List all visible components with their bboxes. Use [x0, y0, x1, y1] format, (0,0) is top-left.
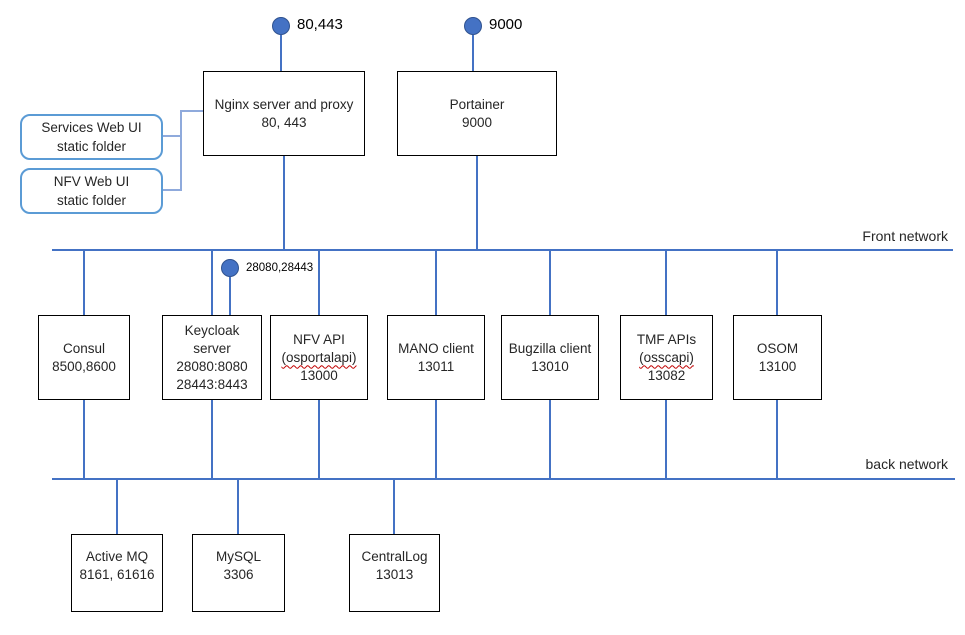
- node-tmf-apis: TMF APIs (osscapi) 13082: [620, 315, 713, 400]
- node-nginx-ports: 80, 443: [261, 114, 307, 130]
- folder-services-line1: Services Web UI: [41, 120, 142, 135]
- folder-nfv-line2: static folder: [56, 193, 127, 208]
- node-keycloak: Keycloak server 28080:8080 28443:8443: [162, 315, 262, 400]
- connector-endpoint-portainer: [472, 35, 474, 71]
- connector-mano-back: [435, 400, 437, 479]
- connector-portainer-front: [476, 156, 478, 250]
- node-centrallog: CentralLog 13013: [349, 534, 440, 612]
- node-bugzilla-client: Bugzilla client 13010: [501, 315, 599, 400]
- node-osom-name: OSOM: [756, 340, 799, 356]
- front-network-label: Front network: [862, 228, 948, 244]
- connector-front-bugzilla: [549, 250, 551, 315]
- connector-endpoint-nginx: [280, 35, 282, 71]
- node-osom-ports: 13100: [758, 358, 797, 374]
- connector-nginx-front: [283, 156, 285, 250]
- port-endpoint-icon-80-443: [272, 17, 290, 35]
- node-activemq-name: Active MQ: [85, 549, 149, 564]
- node-mano-ports: 13011: [417, 358, 455, 374]
- node-centrallog-name: CentralLog: [361, 549, 428, 564]
- node-activemq-ports: 8161, 61616: [79, 567, 155, 582]
- node-mysql: MySQL 3306: [192, 534, 285, 612]
- connector-tmf-back: [665, 400, 667, 479]
- folder-services-line2: static folder: [56, 139, 127, 154]
- folder-nfv-line1: NFV Web UI: [53, 174, 130, 189]
- node-tmf-name: TMF APIs: [636, 331, 697, 347]
- port-endpoint-icon-28080-28443: [221, 259, 239, 277]
- connector-front-tmf: [665, 250, 667, 315]
- connector-nfv-api-back: [318, 400, 320, 479]
- port-endpoint-icon-9000: [464, 17, 482, 35]
- connector-nfv-folder: [163, 189, 182, 191]
- node-bugzilla-ports: 13010: [531, 358, 569, 374]
- back-network-line: [52, 478, 955, 480]
- node-mysql-name: MySQL: [215, 549, 261, 564]
- node-consul-name: Consul: [62, 340, 106, 356]
- node-consul-ports: 8500,8600: [52, 358, 116, 374]
- front-network-line: [52, 249, 953, 251]
- node-keycloak-ports1: 28080:8080: [176, 358, 248, 374]
- node-nginx-name: Nginx server and proxy: [214, 96, 354, 112]
- node-nginx: Nginx server and proxy 80, 443: [203, 71, 365, 156]
- node-tmf-ports: 13082: [647, 367, 686, 383]
- node-tmf-alias: (osscapi): [639, 349, 694, 365]
- connector-consul-back: [83, 400, 85, 479]
- node-portainer: Portainer 9000: [397, 71, 557, 156]
- connector-services-folder: [163, 135, 182, 137]
- port-endpoint-label-80-443: 80,443: [297, 16, 343, 33]
- folder-services-web-ui: Services Web UI static folder: [20, 114, 163, 160]
- connector-keycloak-back: [211, 400, 213, 479]
- node-centrallog-ports: 13013: [375, 567, 414, 582]
- connector-back-mysql: [237, 480, 239, 534]
- connector-osom-back: [776, 400, 778, 479]
- node-keycloak-ports2: 28443:8443: [176, 376, 248, 392]
- node-nfv-api-name: NFV API: [293, 331, 345, 347]
- connector-folders-nginx: [180, 110, 203, 112]
- node-bugzilla-name: Bugzilla client: [508, 340, 592, 356]
- connector-front-mano: [435, 250, 437, 315]
- node-nfv-api-alias: (osportalapi): [281, 349, 357, 365]
- connector-front-consul: [83, 250, 85, 315]
- connector-back-centrallog: [393, 480, 395, 534]
- port-endpoint-label-9000: 9000: [489, 16, 523, 33]
- node-mano-client: MANO client 13011: [387, 315, 485, 400]
- node-keycloak-name: Keycloak: [184, 322, 240, 338]
- node-portainer-name: Portainer: [449, 96, 505, 112]
- node-nfv-api: NFV API (osportalapi) 13000: [270, 315, 368, 400]
- node-portainer-ports: 9000: [461, 114, 493, 130]
- port-endpoint-label-28080-28443: 28080,28443: [246, 262, 314, 274]
- node-nfv-api-ports: 13000: [300, 367, 338, 383]
- connector-endpoint-keycloak: [229, 277, 231, 315]
- connector-folders-vertical: [180, 110, 182, 191]
- folder-nfv-web-ui: NFV Web UI static folder: [20, 168, 163, 214]
- connector-front-osom: [776, 250, 778, 315]
- node-keycloak-name2: server: [193, 340, 231, 356]
- node-mano-name: MANO client: [398, 340, 474, 356]
- node-osom: OSOM 13100: [733, 315, 822, 400]
- node-consul: Consul 8500,8600: [38, 315, 130, 400]
- connector-bugzilla-back: [549, 400, 551, 479]
- back-network-label: back network: [865, 456, 948, 472]
- connector-back-activemq: [116, 480, 118, 534]
- connector-front-nfv-api: [318, 250, 320, 315]
- connector-front-keycloak: [211, 250, 213, 315]
- node-activemq: Active MQ 8161, 61616: [71, 534, 163, 612]
- node-mysql-ports: 3306: [223, 567, 254, 582]
